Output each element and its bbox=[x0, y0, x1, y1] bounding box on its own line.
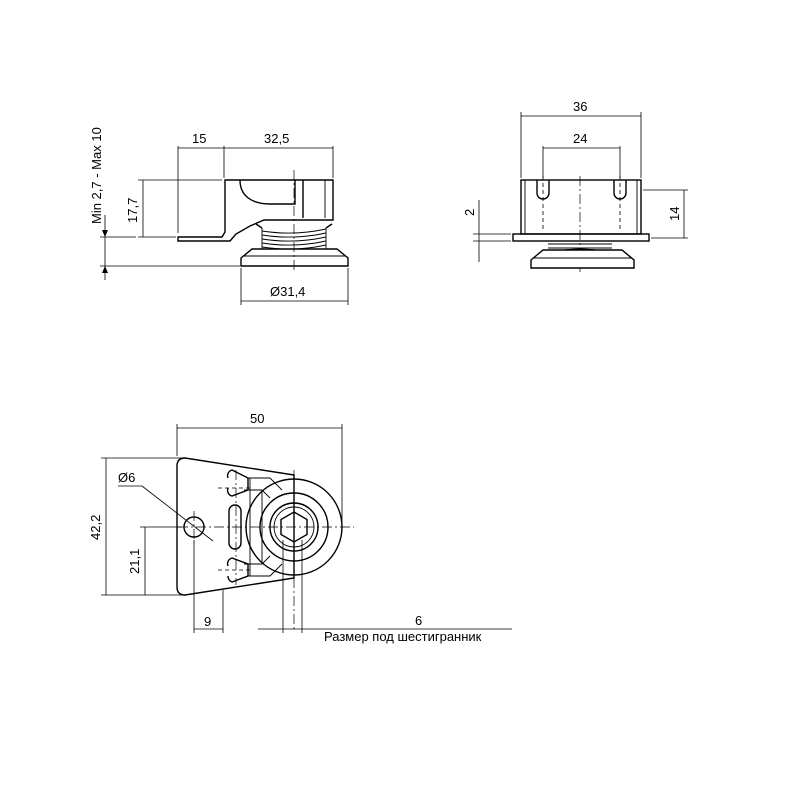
dim-foot-diameter: Ø31,4 bbox=[270, 284, 305, 299]
hex-note: Размер под шестигранник bbox=[324, 629, 482, 644]
dim-15: 15 bbox=[192, 131, 206, 146]
top-view: 50 42,2 21,1 Ø6 9 6 Размер под шестигран… bbox=[88, 411, 512, 644]
dim-36: 36 bbox=[573, 99, 587, 114]
dim-range-min-max: Min 2,7 - Max 10 bbox=[89, 127, 104, 224]
end-view: 36 24 2 14 bbox=[462, 99, 688, 272]
dim-21-1: 21,1 bbox=[127, 549, 142, 574]
dim-6: 6 bbox=[415, 613, 422, 628]
dim-32-5: 32,5 bbox=[264, 131, 289, 146]
dim-2: 2 bbox=[462, 209, 477, 216]
dim-24: 24 bbox=[573, 131, 587, 146]
dim-17-7: 17,7 bbox=[125, 198, 140, 223]
dim-42-2: 42,2 bbox=[88, 515, 103, 540]
dim-50: 50 bbox=[250, 411, 264, 426]
dim-9: 9 bbox=[204, 614, 211, 629]
dim-hole-diameter: Ø6 bbox=[118, 470, 135, 485]
dim-14: 14 bbox=[667, 207, 682, 221]
side-view: 15 32,5 17,7 Min 2,7 - Max 10 Ø31,4 bbox=[89, 127, 349, 305]
